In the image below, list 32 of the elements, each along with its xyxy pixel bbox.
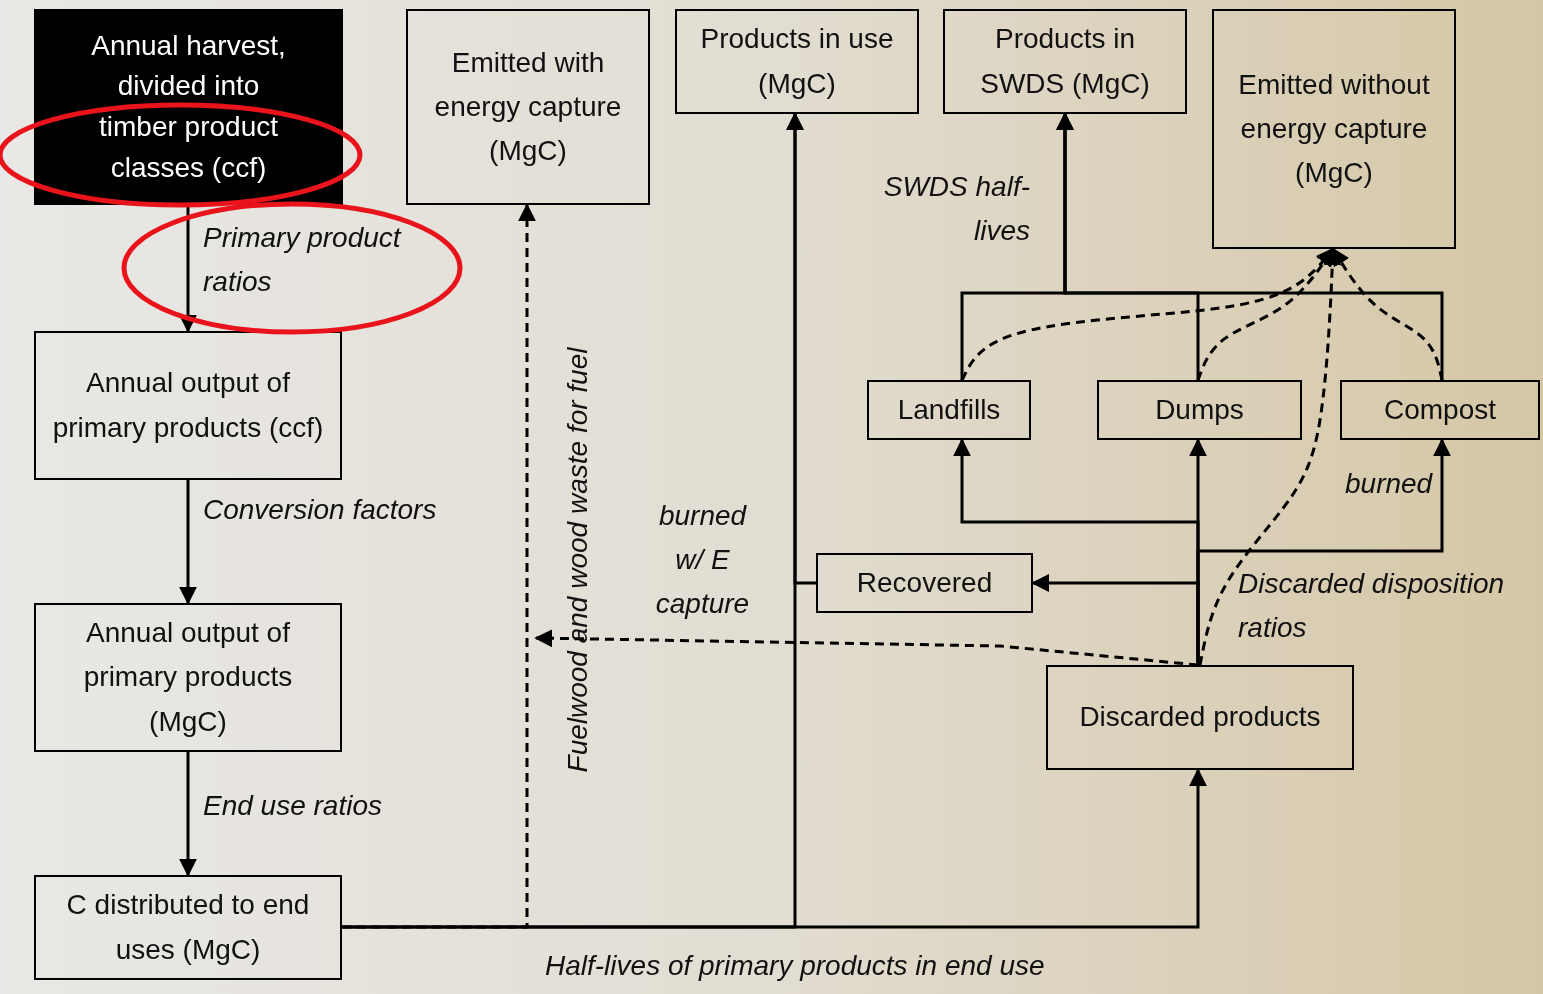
annotation-text: SWDS half-lives [882,170,1030,249]
annotation-text: Half-lives of primary products in end use [545,949,1046,983]
process-box: Products in use (MgC) [675,9,919,114]
process-box: Annual output of primary products (MgC) [34,603,342,752]
arrow [786,112,816,585]
arrow [179,205,197,333]
process-box: Dumps [1097,380,1302,440]
arrow [1056,112,1444,380]
process-box: Recovered [816,553,1033,613]
process-box: Annual harvest, divided into timber product classes (ccf) [34,9,343,205]
edge-label: Primary product ratios [203,221,403,300]
process-box: Emitted with energy capture (MgC) [406,9,650,205]
annotation-text: Discarded disposition ratios [1238,567,1506,646]
edge-label: burned [1345,467,1434,501]
arrow [342,768,1207,929]
process-box: Annual output of primary products (ccf) [34,331,342,480]
arrow [179,480,197,605]
dashed-arrow [1331,247,1444,381]
dashed-arrow [534,629,1199,667]
dashed-arrow [1196,247,1335,381]
edge-label: Conversion factors [203,493,438,527]
process-box: Emitted without energy capture (MgC) [1212,9,1456,249]
process-box: Products in SWDS (MgC) [943,9,1187,114]
edge-label: Fuelwood and wood waste for fuel [560,347,594,773]
arrow [179,752,197,877]
process-box: Discarded products [1046,665,1354,770]
process-box: C distributed to end uses (MgC) [34,875,342,980]
edge-label: burned w/ E capture [654,499,751,622]
arrow [1196,438,1451,665]
process-box: Compost [1340,380,1540,440]
edge-label: End use ratios [203,789,383,823]
process-box: Landfills [867,380,1031,440]
